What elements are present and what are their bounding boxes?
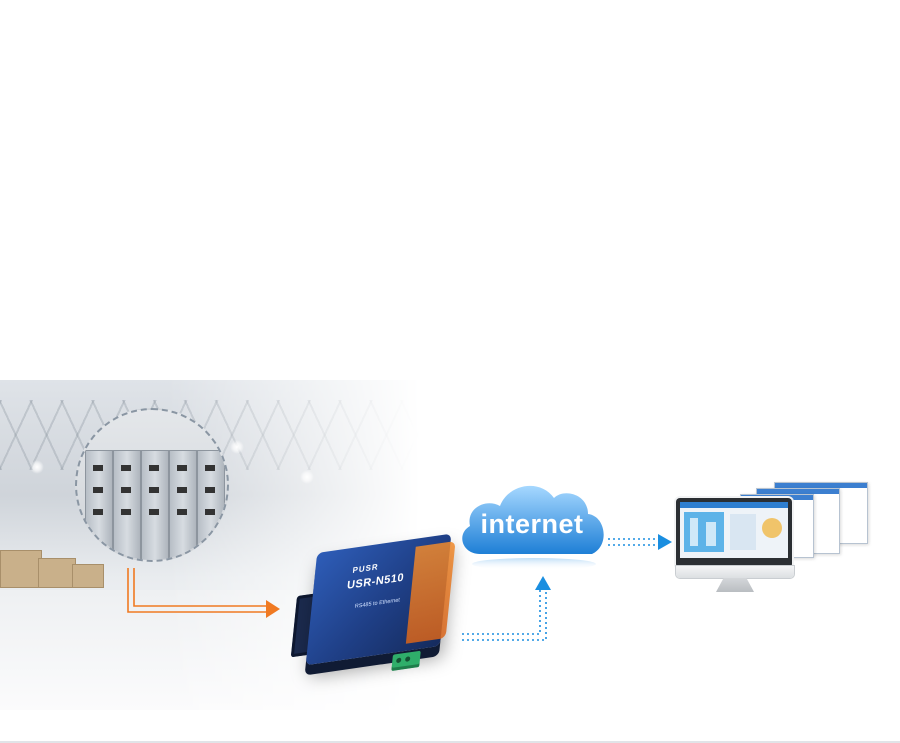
- device-brand: PUSR: [352, 562, 380, 576]
- cabinet-panel: [141, 450, 169, 560]
- monitor-screen: [680, 502, 788, 558]
- cabinet-panel: [169, 450, 197, 560]
- pallet-box: [38, 558, 76, 588]
- cabinet-panel: [113, 450, 141, 560]
- ceiling-light: [230, 440, 244, 454]
- monitor-chin: [676, 566, 794, 578]
- serial-arrow: [127, 568, 280, 618]
- cloud-icon: internet: [452, 472, 612, 572]
- monitor-icon: [676, 498, 792, 568]
- ceiling-light: [30, 460, 44, 474]
- pallet-box: [72, 564, 104, 588]
- cabinet-panel: [85, 450, 113, 560]
- terminal-block: [391, 650, 421, 671]
- serial-converter-icon: PUSR USR-N510 RS485 to Ethernet: [290, 533, 457, 687]
- uplink-arrow: [462, 576, 551, 641]
- bottom-divider: [0, 741, 900, 743]
- ceiling-light: [300, 470, 314, 484]
- downlink-arrow: [608, 534, 672, 550]
- device-subtitle: RS485 to Ethernet: [354, 597, 401, 610]
- electrical-cabinet-icon: [75, 408, 229, 562]
- monitor-stand: [716, 578, 754, 592]
- cloud-label: internet: [480, 509, 584, 539]
- pallet-box: [0, 550, 42, 588]
- device-body: PUSR USR-N510 RS485 to Ethernet: [305, 533, 456, 666]
- cabinet-panel: [197, 450, 225, 560]
